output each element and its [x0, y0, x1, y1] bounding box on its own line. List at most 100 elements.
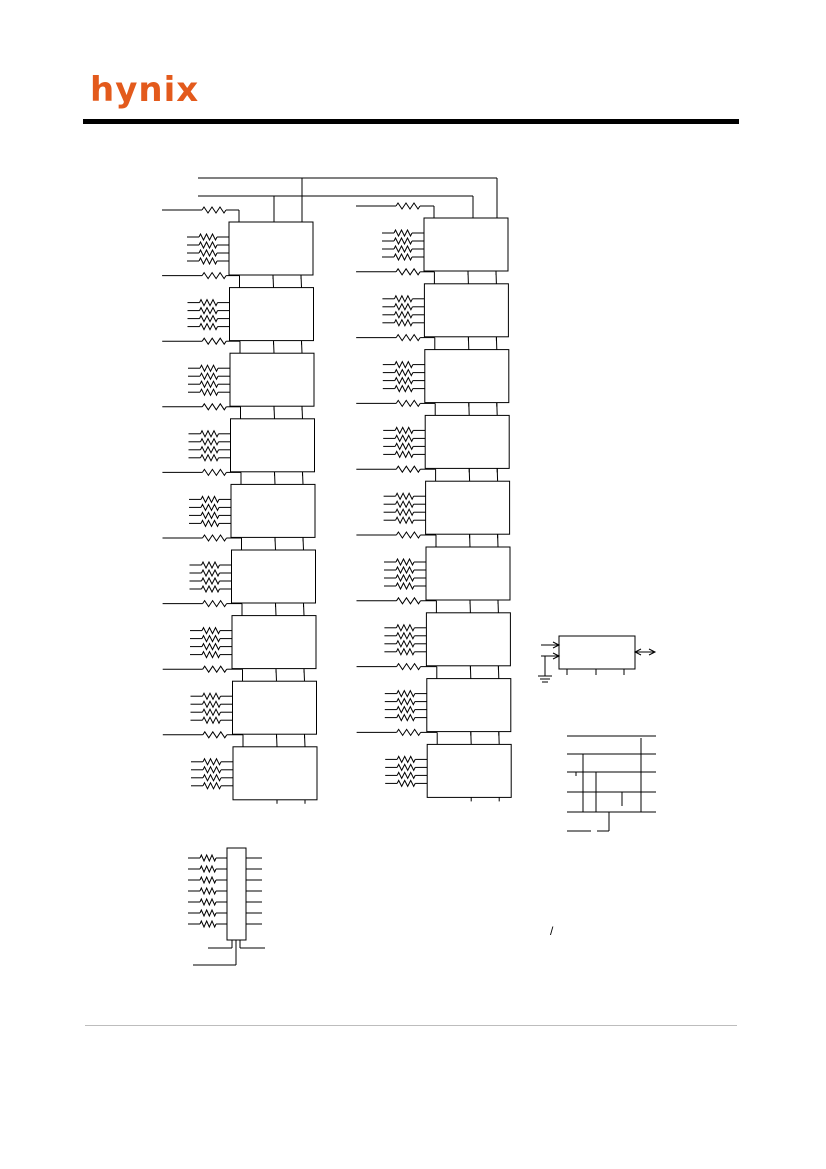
footer-rule: [85, 1025, 737, 1026]
reg-resistor: [199, 919, 217, 929]
dq-resistor: [199, 388, 219, 397]
arrow-icon: [552, 641, 561, 649]
dram-chip: [230, 483, 316, 538]
cs-resistor: [396, 596, 421, 605]
dq-resistor: [199, 298, 218, 307]
dq-resistor: [394, 360, 414, 369]
dq-resistor: [394, 426, 414, 435]
cs-resistor: [395, 333, 421, 342]
dq-resistor: [396, 713, 416, 722]
dq-resistor: [202, 765, 222, 774]
reg-resistor: [199, 864, 217, 874]
dq-resistor: [395, 500, 415, 509]
dq-resistor: [201, 576, 220, 586]
cs-resistor: [395, 465, 421, 474]
pll-chip: [558, 635, 636, 670]
dq-resistor: [393, 236, 413, 246]
cs-resistor: [202, 665, 228, 674]
stray-slash: /: [550, 924, 554, 938]
left-dram-column: [162, 206, 318, 804]
dq-resistor: [202, 773, 222, 782]
cs-resistor: [201, 402, 227, 411]
dq-resistor: [393, 318, 413, 327]
dq-resistor: [200, 503, 220, 512]
cs-resistor: [395, 531, 421, 539]
dq-resistor: [396, 697, 416, 706]
dq-resistor: [394, 376, 414, 385]
reg-resistor: [199, 853, 217, 863]
dq-resistor: [199, 322, 218, 331]
dq-resistor: [393, 228, 413, 238]
dq-resistor: [200, 437, 219, 446]
dq-resistor: [395, 516, 415, 525]
cs-resistor: [201, 271, 227, 280]
dq-resistor: [198, 256, 218, 266]
dq-resistor: [396, 705, 416, 714]
dq-resistor: [198, 232, 218, 242]
dq-resistor: [201, 650, 221, 659]
cs-resistor: [396, 728, 422, 737]
dq-resistor: [198, 248, 218, 258]
cs-resistor: [202, 730, 228, 739]
dq-resistor: [395, 557, 415, 567]
pll-block: [538, 635, 657, 683]
cs-resistor: [396, 662, 421, 671]
dq-resistor: [393, 244, 413, 254]
dq-resistor: [395, 581, 415, 591]
dram-chip: [425, 480, 511, 535]
dram-chip: [232, 680, 317, 735]
dq-resistor: [396, 689, 416, 698]
dq-resistor: [200, 495, 220, 504]
dram-chip: [229, 287, 314, 342]
dq-resistor: [200, 445, 219, 454]
dram-chip: [231, 549, 316, 604]
dq-resistor: [395, 647, 415, 656]
dram-chip: [423, 217, 509, 272]
dq-resistor: [395, 492, 415, 501]
dram-chip: [228, 221, 314, 276]
dram-chip: [231, 615, 317, 670]
arrow-icon: [552, 652, 561, 660]
dq-resistor: [201, 584, 220, 594]
dq-resistor: [394, 434, 414, 443]
dram-chip: [232, 746, 318, 801]
dq-resistor: [199, 372, 219, 381]
dram-chip: [425, 612, 511, 667]
clock-bus-lines: [198, 177, 498, 222]
reg-resistor: [199, 897, 217, 907]
dq-resistor: [393, 252, 413, 262]
dq-resistor: [202, 781, 222, 790]
dram-chip: [423, 283, 509, 338]
cs-resistor: [395, 267, 421, 276]
hynix-logo: hynix: [90, 70, 200, 110]
dram-chip: [424, 349, 510, 404]
dq-resistor: [394, 450, 414, 459]
dq-resistor: [199, 314, 218, 323]
cs-resistor: [395, 202, 421, 210]
dq-resistor: [395, 631, 415, 640]
dq-resistor: [200, 453, 219, 462]
dq-resistor: [396, 755, 416, 764]
dq-resistor: [201, 568, 220, 578]
reg-resistor: [199, 908, 217, 918]
dq-resistor: [393, 310, 413, 319]
right-dram-column: [356, 202, 512, 802]
dq-resistor: [201, 634, 221, 643]
arrow-icon: [633, 648, 642, 656]
reg-resistor: [199, 875, 217, 885]
cs-resistor: [202, 599, 228, 608]
dram-chip: [426, 678, 512, 733]
dq-resistor: [393, 302, 413, 311]
register-chip: [226, 847, 247, 941]
dq-resistor: [202, 700, 221, 709]
dq-resistor: [202, 692, 221, 701]
dq-resistor: [202, 757, 222, 766]
cs-resistor: [201, 337, 227, 346]
dq-resistor: [396, 763, 416, 772]
dq-resistor: [396, 779, 416, 788]
dq-resistor: [395, 565, 415, 575]
timing-diagram: [567, 735, 656, 832]
dq-resistor: [202, 708, 221, 717]
dram-chip: [229, 352, 315, 407]
dq-resistor: [201, 642, 221, 651]
